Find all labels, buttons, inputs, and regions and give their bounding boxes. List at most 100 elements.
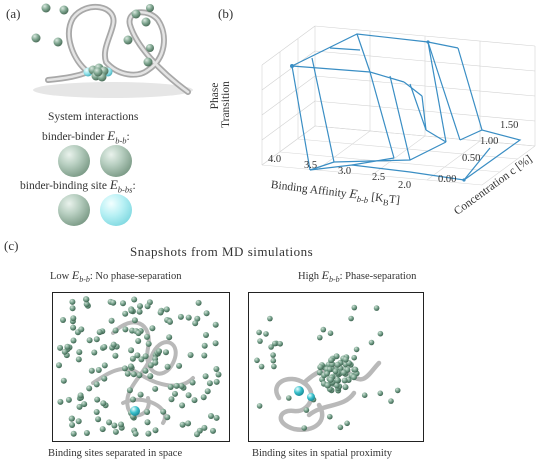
z-axis-label-2: Transition — [220, 81, 232, 128]
x-axis-label-subscript: b-b — [356, 193, 369, 206]
right-binders — [254, 304, 401, 431]
binder-particle — [132, 430, 139, 437]
binder-particle — [95, 367, 102, 373]
binder-particle — [70, 324, 77, 331]
x-tick-1: 3.5 — [304, 160, 318, 171]
binder-particle — [206, 380, 213, 387]
binder-particle — [195, 299, 202, 306]
binder-particle — [78, 326, 85, 333]
cluster-particle — [341, 377, 348, 384]
binder-particle — [60, 377, 67, 384]
cluster-particle — [333, 382, 340, 389]
binder-particle — [127, 363, 134, 370]
binder-sphere-3 — [58, 194, 90, 226]
binder-particle — [256, 403, 263, 409]
right-snapshot-frame — [248, 292, 424, 442]
polymer-highlight — [46, 5, 190, 94]
y-tick-2: 1.00 — [480, 136, 499, 147]
binder-particle — [69, 298, 76, 305]
binder-particle — [93, 381, 100, 388]
binder-particle — [122, 310, 129, 317]
binder-binding-site-label: binder-binding site Eb-bs: — [20, 177, 136, 195]
binder-particle — [194, 315, 201, 322]
binder-particle — [303, 407, 310, 413]
binder-particle — [101, 362, 108, 369]
binder-particle — [108, 317, 115, 324]
binder-particle — [101, 344, 108, 350]
cluster-particle — [334, 361, 341, 368]
panel-a-title: System interactions — [48, 111, 139, 123]
binder-particle — [152, 427, 159, 434]
binder-particle — [83, 301, 90, 308]
panel-a-polymer-illustration — [31, 3, 193, 98]
binder-particle — [91, 349, 98, 356]
right-header-symbol: E — [321, 268, 329, 282]
binder-particle — [270, 357, 277, 364]
binder-particle — [166, 334, 173, 341]
binder-particle — [194, 431, 200, 438]
cluster-particle — [317, 364, 324, 371]
binder-particle — [361, 392, 368, 398]
binder-particle — [164, 414, 171, 421]
binder-particle — [327, 330, 334, 336]
binder-particle — [99, 426, 106, 433]
binder-particle — [163, 349, 169, 356]
binder-particle — [144, 303, 151, 310]
binder-particle — [176, 362, 183, 369]
cluster-particle — [350, 374, 357, 381]
binder-particle — [189, 379, 196, 386]
binder-particle — [332, 368, 339, 375]
binder-particle — [128, 347, 135, 354]
right-caption: Binding sites in spatial proximity — [252, 448, 392, 459]
cluster-particle — [316, 369, 323, 376]
binder-particle — [167, 384, 174, 390]
binder-sphere-2 — [100, 145, 132, 177]
binder-particle — [212, 340, 219, 347]
binder-particle — [213, 366, 220, 372]
binder-particle — [83, 296, 90, 303]
binder-particle — [351, 304, 358, 311]
x-tick-3: 2.5 — [372, 172, 386, 183]
binder-particle — [191, 397, 198, 404]
binder-particle — [173, 382, 180, 389]
binder-particle — [144, 419, 151, 426]
binder-particle — [70, 430, 77, 437]
binder-cluster — [83, 63, 113, 82]
surface-wireframe — [291, 33, 522, 181]
binder-particle — [202, 373, 209, 380]
binder-particle — [215, 371, 222, 378]
right-binding-site-2 — [307, 393, 315, 401]
binder-particle — [126, 387, 133, 394]
binder-particle — [185, 420, 192, 427]
binder-particle — [353, 346, 360, 353]
y-tick-1: 0.50 — [462, 153, 481, 164]
cluster-particle — [342, 384, 349, 391]
x-tick-0: 4.0 — [268, 154, 282, 165]
binder-particle — [179, 421, 186, 428]
binder-particle — [268, 344, 274, 350]
binder-particle — [57, 344, 64, 351]
binder-particle — [185, 314, 192, 321]
cluster-particle — [342, 356, 349, 363]
left-polymer — [91, 320, 195, 425]
binder-particle — [129, 355, 136, 362]
binder-particle — [210, 427, 216, 434]
binder-particle — [60, 317, 66, 323]
left-binders — [56, 296, 222, 438]
binder-particle — [69, 305, 76, 312]
binder-particle — [144, 409, 151, 415]
panel-b-phase-surface — [261, 25, 536, 186]
binder-particle — [70, 337, 77, 344]
binder-particle — [101, 375, 108, 382]
binder-particle — [100, 400, 107, 407]
binder-particle — [112, 352, 119, 359]
binder-particle — [88, 367, 95, 374]
binder-particle — [157, 309, 164, 316]
left-header-symbol: E — [71, 268, 80, 282]
binder-particle — [118, 421, 124, 428]
binder-particle — [337, 424, 344, 431]
binder-particle — [326, 366, 333, 373]
binder-particle — [93, 409, 100, 415]
binder-particle — [134, 352, 141, 359]
binder-particle — [348, 315, 354, 322]
